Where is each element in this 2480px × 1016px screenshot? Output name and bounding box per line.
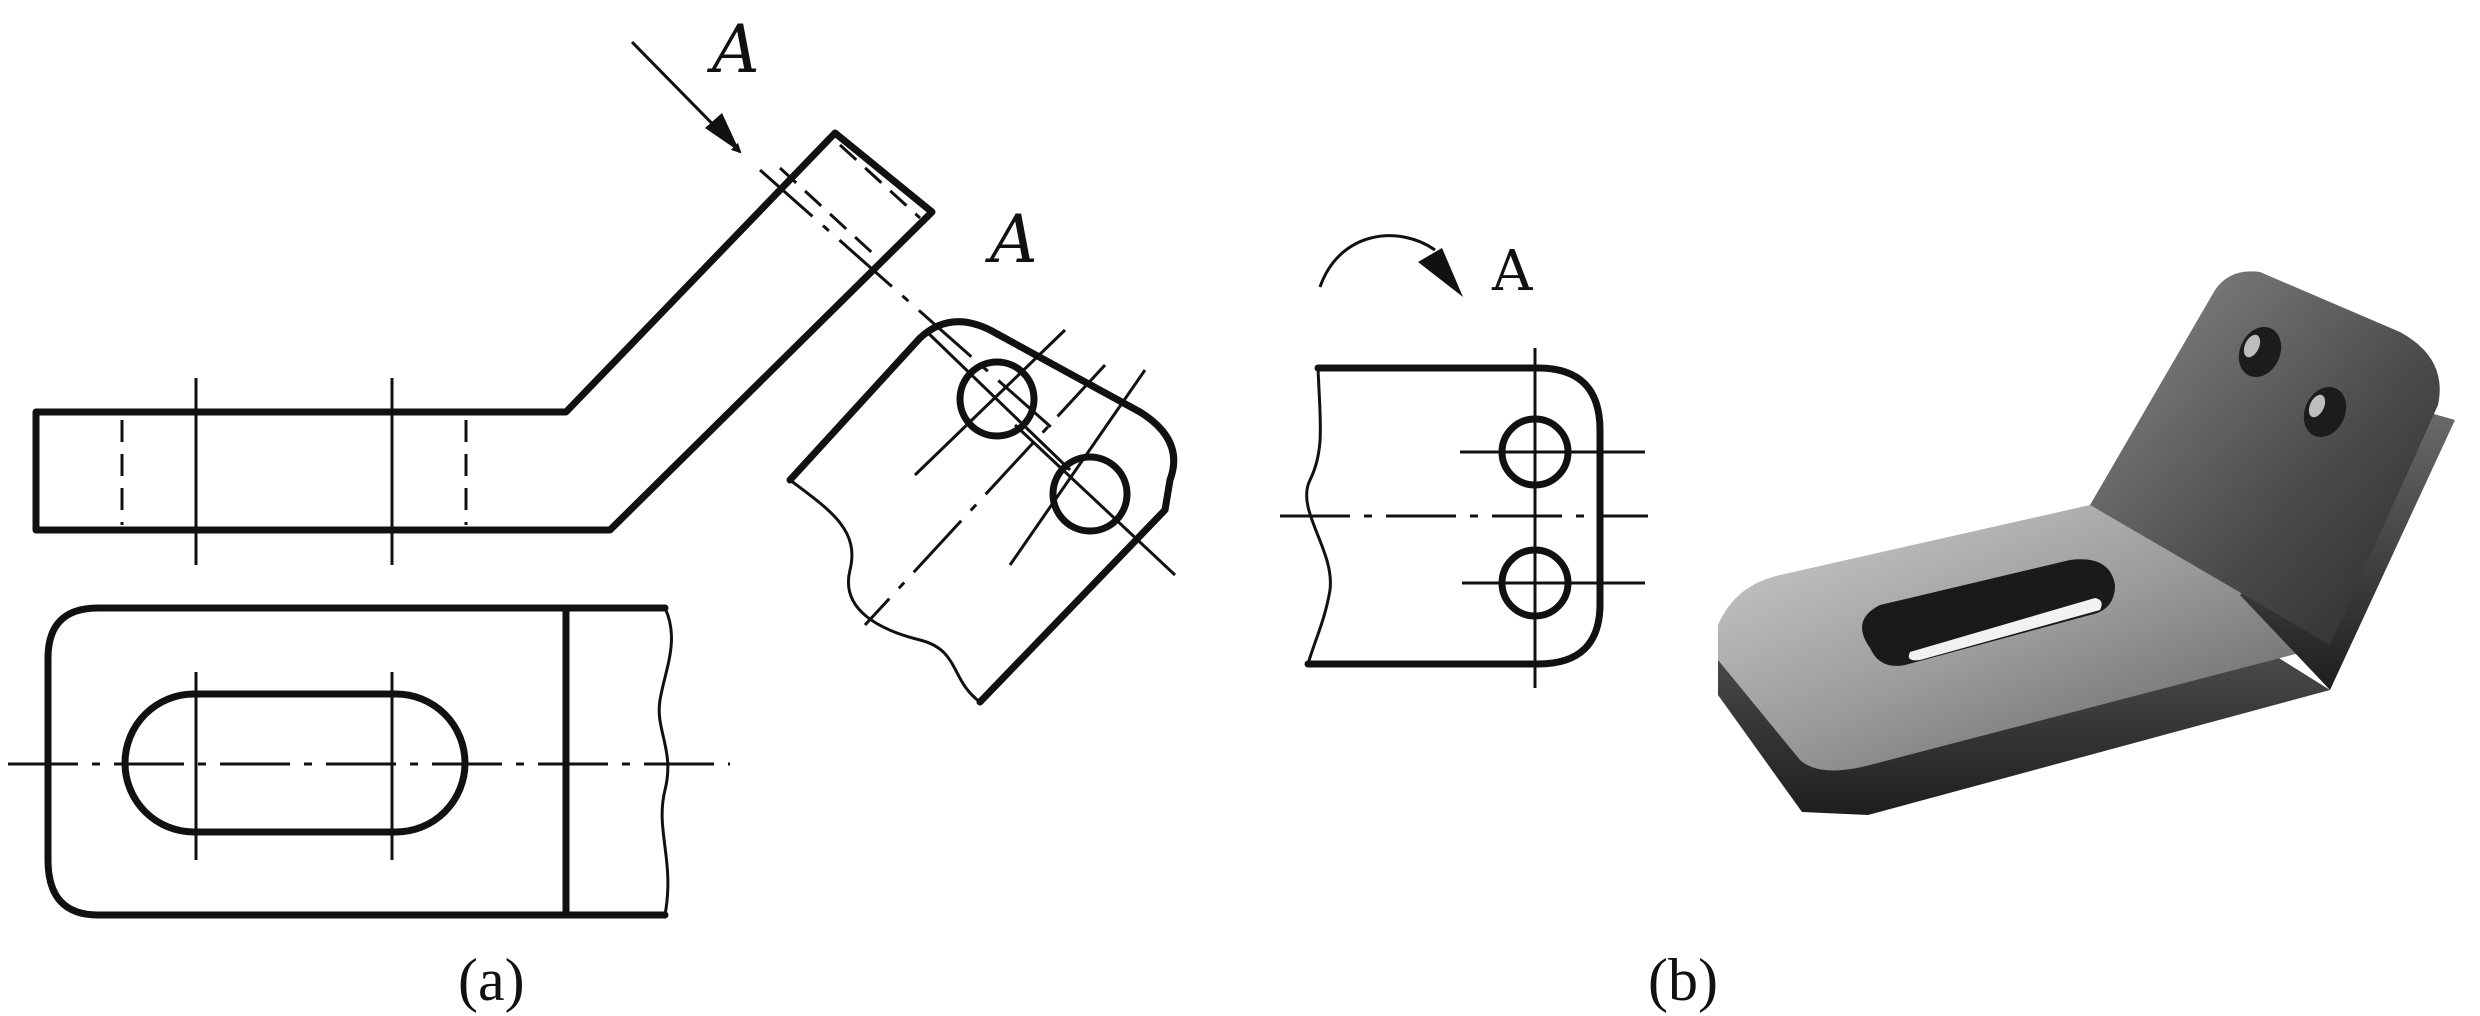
rotated-break-line [1305,367,1332,665]
auxiliary-view: A [786,201,1178,706]
part-base-top [1718,505,2330,771]
view-direction-arrow: A [630,11,760,154]
arrowhead-icon [705,113,740,152]
hole-center-line [1013,423,1177,577]
hole-center-line [1008,369,1147,566]
hole-center-line [923,328,1072,472]
part-hole-highlight [2243,334,2261,358]
aux-view-label: A [984,201,1038,278]
top-view [8,604,730,919]
front-view [32,129,1061,565]
hole-circle [1049,453,1131,535]
aux-center-line [863,363,1107,627]
front-view-outline [32,129,936,534]
caption-b: (b) [1648,947,1718,1013]
top-view-outline [44,604,669,919]
aux-break-line [789,478,981,704]
part-slot-highlight [1908,598,2102,661]
part-3d-image [1718,271,2455,815]
part-slot [1862,559,2115,666]
hole-hidden-line [838,143,922,220]
direction-label: A [706,11,760,88]
rotated-view: A [1280,234,1648,688]
hole-circle [956,358,1038,440]
caption-a: (a) [458,947,525,1013]
part-arm-face [2090,271,2440,645]
rotated-view-label: A [1491,239,1533,304]
break-line [657,607,673,916]
hole-hidden-line [778,166,882,262]
hole-center-line [913,328,1067,477]
rotation-arrow-icon [1318,234,1436,288]
projection-center-line [759,168,1061,437]
aux-view-outline [786,318,1178,706]
rotation-arrowhead-icon [1418,248,1463,297]
part-hole-highlight [2308,394,2326,418]
